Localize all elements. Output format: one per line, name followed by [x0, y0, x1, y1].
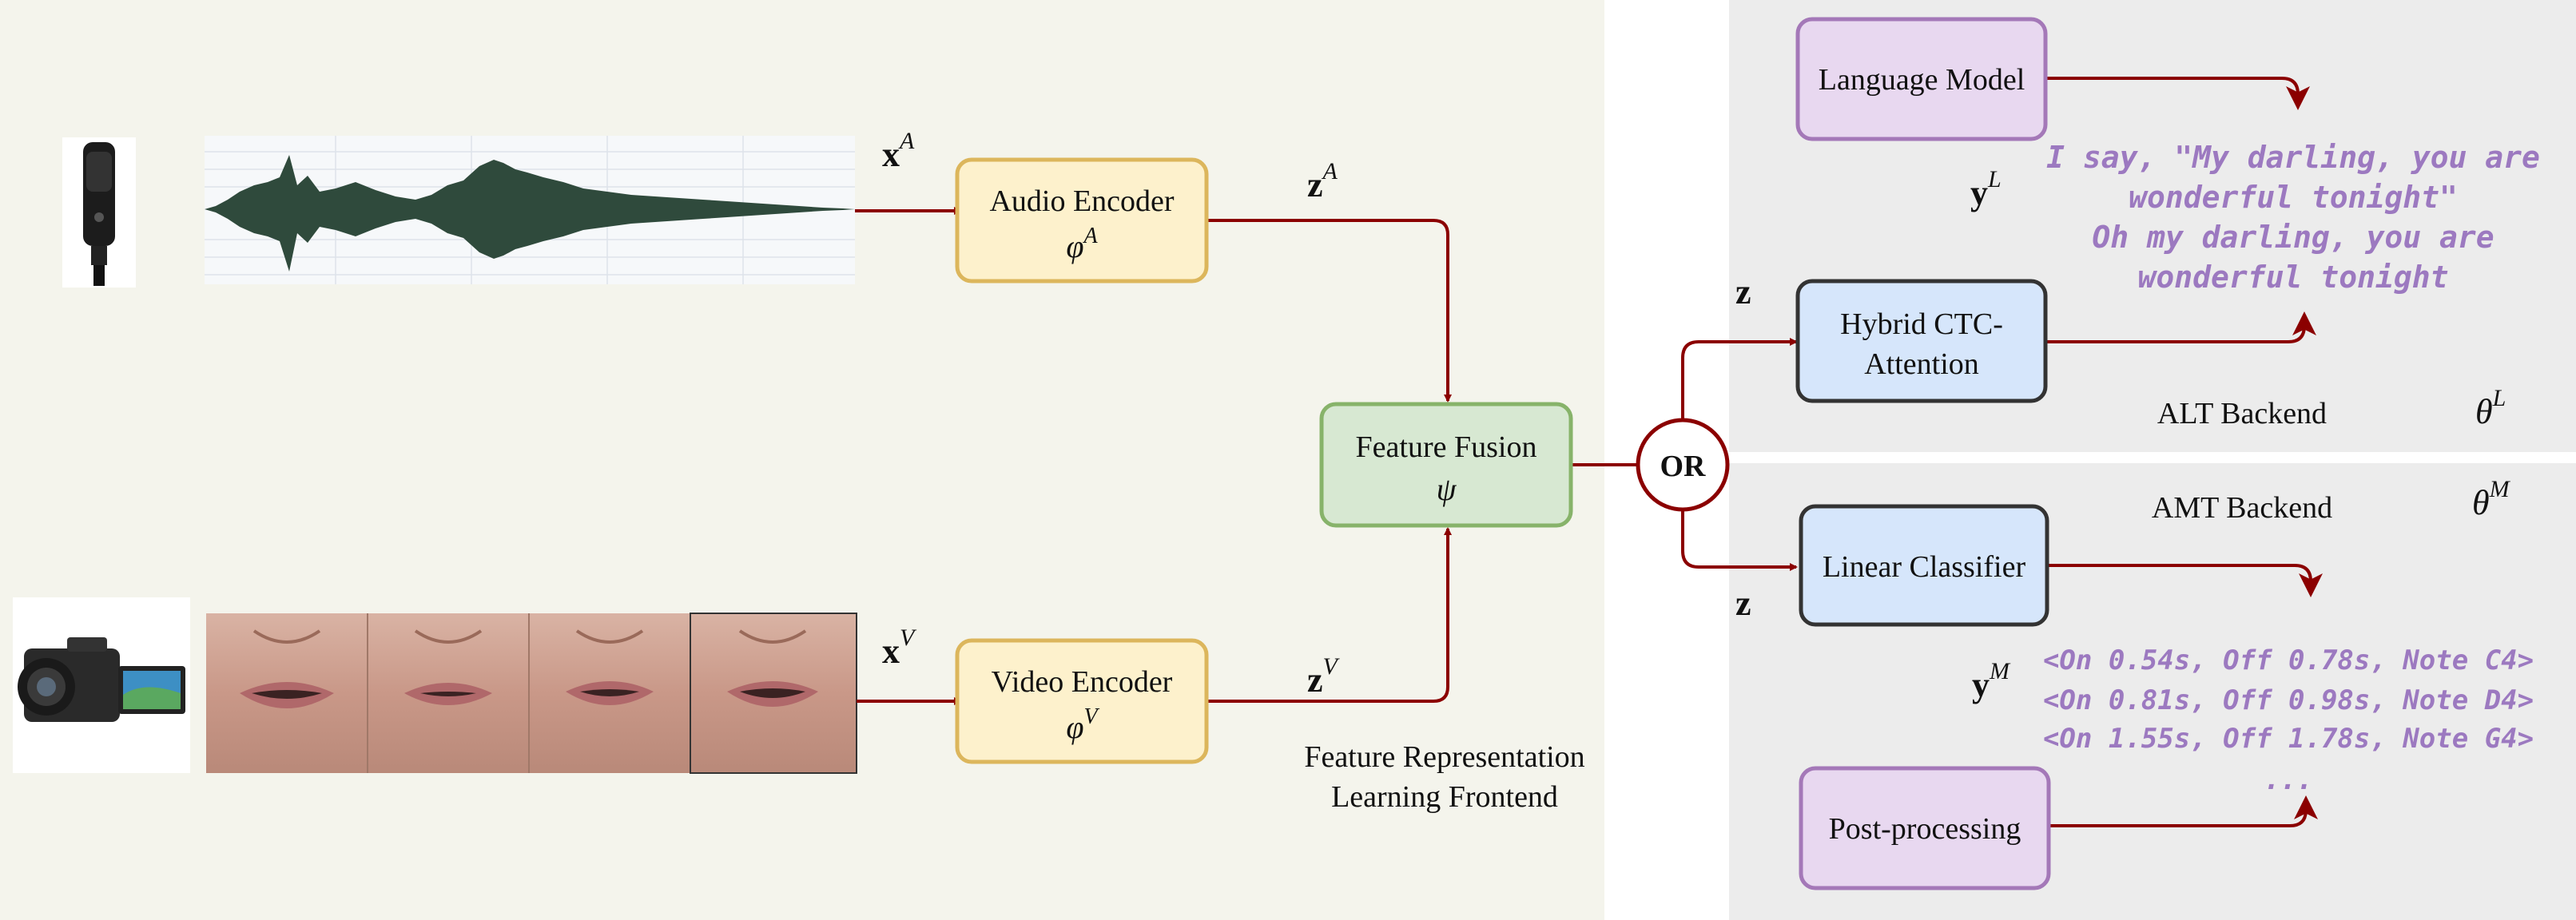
var-xV: xV [882, 625, 917, 671]
arrow-zA-to-fusion [1208, 219, 1452, 402]
var-zV: zV [1307, 653, 1341, 700]
feature-fusion-box [1319, 402, 1573, 528]
lyric-line: Oh my darling, you are [2092, 220, 2494, 255]
frontend-caption-line2: Learning Frontend [1331, 780, 1558, 814]
var-z-bottom: z [1735, 584, 1751, 623]
var-yL: yL [1970, 166, 2002, 212]
feature-fusion-label: Feature Fusion [1356, 430, 1537, 464]
microphone-icon [62, 137, 136, 288]
var-yM: yM [1972, 658, 2011, 704]
audio-waveform [205, 136, 855, 284]
lyric-line: wonderful tonight" [2129, 180, 2458, 215]
note-line: <On 1.55s, Off 1.78s, Note G4> [2043, 723, 2534, 755]
arrow-lm-output [2045, 77, 2310, 110]
lyric-line: I say, "My darling, you are [2046, 140, 2540, 175]
var-z-top: z [1735, 272, 1751, 311]
note-line: <On 0.54s, Off 0.78s, Note C4> [2043, 644, 2534, 676]
note-line: <On 0.81s, Off 0.98s, Note D4> [2043, 684, 2534, 716]
hybrid-ctc-label-1: Hybrid CTC- [1840, 307, 2003, 341]
video-encoder-symbol: φV [1066, 704, 1099, 745]
arrow-or-to-ctc [1681, 338, 1798, 418]
amt-notes-output: <On 0.54s, Off 0.78s, Note C4> <On 0.81s… [2043, 644, 2534, 796]
audio-encoder-box [955, 157, 1209, 284]
audio-encoder-symbol: φA [1066, 224, 1098, 264]
video-encoder-box [955, 638, 1209, 764]
arrow-ctc-output [2045, 311, 2316, 343]
arrow-postproc-output [2045, 795, 2318, 827]
var-xA: xA [882, 128, 915, 174]
amt-backend-label: AMT Backend [2152, 491, 2332, 525]
or-node [1636, 418, 1730, 512]
audio-encoder-label: Audio Encoder [989, 184, 1174, 218]
language-model-label: Language Model [1819, 63, 2025, 97]
alt-backend-label: ALT Backend [2157, 397, 2327, 430]
lyric-line: wonderful tonight [2138, 260, 2449, 295]
var-zA: zA [1307, 158, 1338, 204]
or-label: OR [1660, 450, 1707, 483]
linear-classifier-box [1799, 504, 2049, 627]
post-processing-label: Post-processing [1829, 812, 2021, 846]
lip-video-frames [206, 613, 857, 774]
alt-lyrics-output: I say, "My darling, you are wonderful to… [2046, 140, 2540, 295]
arrow-or-to-classifier [1681, 511, 1798, 571]
camcorder-icon [13, 597, 190, 773]
hybrid-ctc-label-2: Attention [1864, 347, 1979, 381]
linear-classifier-label: Linear Classifier [1823, 550, 2026, 584]
frontend-caption-line1: Feature Representation [1304, 740, 1584, 774]
feature-fusion-symbol: ψ [1437, 471, 1457, 507]
theta-L: θL [2475, 385, 2506, 431]
language-model-box [1795, 17, 2048, 141]
video-encoder-label: Video Encoder [992, 665, 1173, 699]
theta-M: θM [2472, 476, 2511, 522]
note-line: ... [2264, 764, 2312, 796]
hybrid-ctc-box [1795, 279, 2048, 403]
post-processing-box [1799, 766, 2051, 890]
arrow-classifier-output [2045, 564, 2323, 597]
arrow-zV-to-fusion [1208, 527, 1452, 703]
